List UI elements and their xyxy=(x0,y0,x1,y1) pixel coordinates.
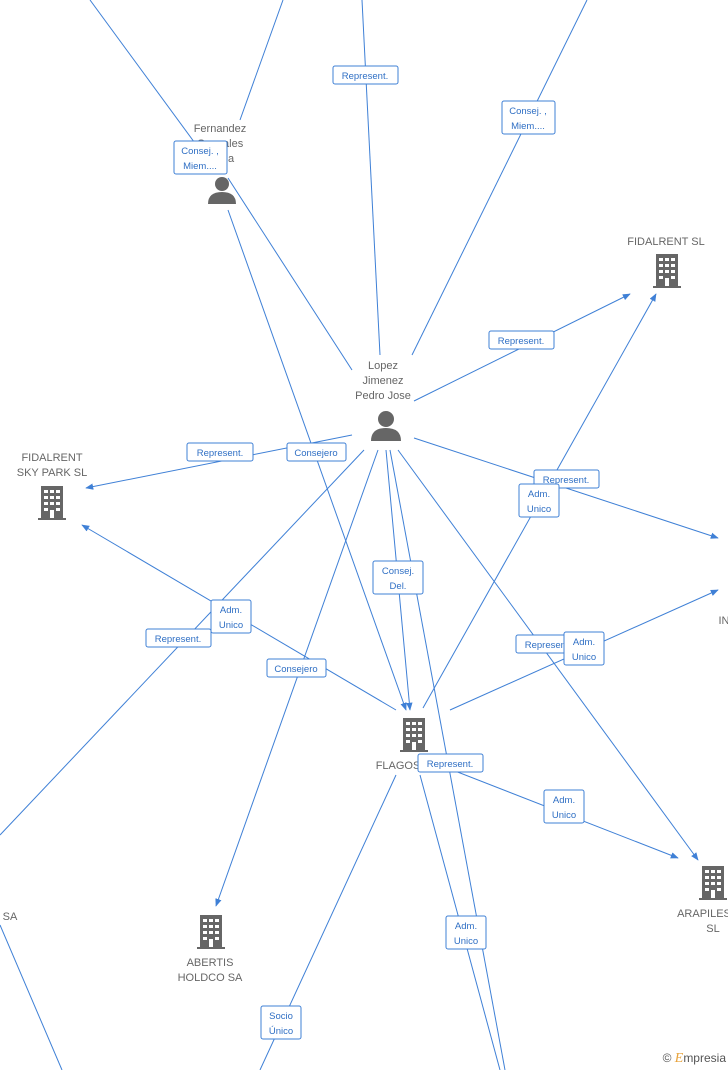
relation-text: Adm. xyxy=(553,795,575,806)
building-icon xyxy=(197,915,225,949)
node-label: FIDALRENT xyxy=(21,452,82,464)
relation-text: Único xyxy=(269,1026,293,1037)
relation-text: Represent. xyxy=(155,634,201,645)
relation-text: Represent. xyxy=(197,448,243,459)
relation-text: Consejero xyxy=(274,664,317,675)
relation-text: Miem.... xyxy=(511,121,545,132)
relation-text: Unico xyxy=(454,936,478,947)
relation-text: Consej. , xyxy=(509,106,547,117)
relation-label[interactable]: Consejero xyxy=(286,442,347,462)
relation-label[interactable]: Consej. , Miem.... xyxy=(173,140,228,175)
relation-text: Represent. xyxy=(342,71,388,82)
edge xyxy=(397,449,699,861)
copyright-symbol: © xyxy=(662,1051,672,1065)
edge xyxy=(215,449,379,907)
relation-label[interactable]: Represent. xyxy=(145,628,212,648)
relation-text: Represent. xyxy=(543,475,589,486)
company-node-arapiles[interactable]: ARAPILES SL xyxy=(677,866,728,935)
relation-text: Socio xyxy=(269,1011,293,1022)
company-node-fidalrent-sl[interactable]: FIDALRENT SL xyxy=(627,236,705,288)
relation-label[interactable]: Represent. xyxy=(417,753,484,773)
relation-text: Adm. xyxy=(220,605,242,616)
relation-text: Represent. xyxy=(498,336,544,347)
company-node-flagos[interactable]: FLAGOS xyxy=(376,718,428,772)
node-label: Jimenez xyxy=(363,375,404,387)
node-label: ABERTIS xyxy=(187,957,234,969)
node-label-partial-sa: SA xyxy=(3,911,18,923)
relation-text: Adm. xyxy=(528,489,550,500)
relation-text: Unico xyxy=(552,810,576,821)
edge xyxy=(361,0,381,356)
brand-initial: E xyxy=(674,1051,684,1066)
relation-text: Consej. xyxy=(382,566,414,577)
edge xyxy=(0,924,63,1070)
relation-label[interactable]: Adm. Unico xyxy=(543,789,585,824)
relation-text: Represent. xyxy=(525,640,571,651)
person-node-lopez[interactable]: Lopez Jimenez Pedro Jose xyxy=(355,360,411,441)
relation-text: Unico xyxy=(219,620,243,631)
relation-label[interactable]: Consej. Del. xyxy=(372,560,424,595)
node-label: FLAGOS xyxy=(376,760,421,772)
node-label: Lopez xyxy=(368,360,398,372)
edge xyxy=(227,177,353,371)
person-icon xyxy=(371,411,401,441)
node-label: ARAPILES xyxy=(677,908,728,920)
relation-text: Del. xyxy=(390,581,407,592)
relation-labels: Represent. Consej. , Miem.... Consej. , … xyxy=(145,65,605,1040)
relation-text: Unico xyxy=(527,504,551,515)
building-icon xyxy=(653,254,681,288)
relation-text: Consejero xyxy=(294,448,337,459)
building-icon xyxy=(38,486,66,520)
node-label-partial-in: IN xyxy=(719,615,728,627)
node-label: Pedro Jose xyxy=(355,390,411,402)
relation-label[interactable]: Represent. xyxy=(186,442,254,462)
relation-label[interactable]: Adm. Unico xyxy=(518,483,560,518)
building-icon xyxy=(400,718,428,752)
company-node-abertis-holdco[interactable]: ABERTIS HOLDCO SA xyxy=(178,915,243,984)
brand-name: mpresia xyxy=(683,1051,726,1065)
node-label: Fernandez xyxy=(194,123,247,135)
relation-label[interactable]: Socio Único xyxy=(260,1005,302,1040)
company-node-fidalrent-sky-park[interactable]: FIDALRENT SKY PARK SL xyxy=(17,452,88,520)
relation-label[interactable]: Consejero xyxy=(266,658,327,678)
relation-label[interactable]: Adm. Unico xyxy=(210,599,252,634)
empresia-watermark: © Empresia xyxy=(663,1051,726,1067)
edge xyxy=(89,0,201,151)
building-icon xyxy=(699,866,727,900)
relation-label[interactable]: Adm. Unico xyxy=(563,631,605,666)
node-label: SL xyxy=(706,923,719,935)
relation-text: Adm. xyxy=(455,921,477,932)
relation-label[interactable]: Represent. xyxy=(332,65,399,85)
relation-text: Represent. xyxy=(427,759,473,770)
edge xyxy=(411,0,588,356)
node-label: FIDALRENT SL xyxy=(627,236,704,248)
relation-label[interactable]: Adm. Unico xyxy=(445,915,487,950)
node-label: SKY PARK SL xyxy=(17,467,88,479)
relation-text: Consej. , xyxy=(181,146,219,157)
node-label: HOLDCO SA xyxy=(178,972,243,984)
relation-text: Miem.... xyxy=(183,161,217,172)
relation-text: Unico xyxy=(572,652,596,663)
person-icon xyxy=(208,177,236,204)
relation-label[interactable]: Consej. , Miem.... xyxy=(501,100,556,135)
edge xyxy=(239,0,284,121)
relation-label[interactable]: Represent. xyxy=(488,330,555,350)
relation-text: Adm. xyxy=(573,637,595,648)
